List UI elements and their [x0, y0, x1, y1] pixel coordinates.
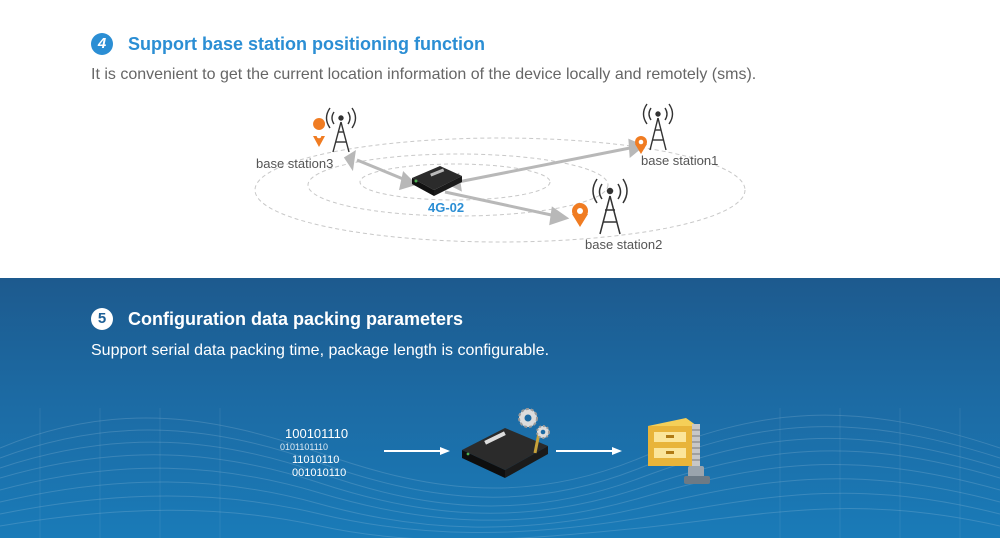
archive-icon: [648, 418, 710, 484]
background-wave-mesh: [0, 408, 1000, 538]
binary-line: 11010110: [292, 454, 340, 466]
binary-line: 0101101110: [280, 442, 329, 452]
section-base-station: 4 Support base station positioning funct…: [91, 33, 757, 252]
packing-flow-diagram: [384, 408, 710, 484]
range-rings: [254, 137, 746, 243]
positioning-diagram: [254, 103, 746, 243]
tower-icon: [325, 107, 357, 153]
tower-icon: [592, 178, 628, 235]
section-description: Support serial data packing time, packag…: [91, 342, 550, 359]
section-description: It is convenient to get the current loca…: [91, 66, 757, 83]
base-station1-label: base station1: [641, 153, 719, 168]
section-data-packing: 5 Configuration data packing parameters …: [0, 278, 1000, 538]
device-4g-02-icon: [412, 166, 462, 196]
tower-icon: [642, 103, 674, 151]
signal-arrows: [343, 138, 645, 226]
base-station2-label: base station2: [585, 237, 663, 252]
device-label: 4G-02: [428, 200, 465, 215]
base-station3-label: base station3: [256, 156, 334, 171]
gear-icon: [518, 408, 550, 439]
binary-line: 100101110: [285, 426, 349, 441]
section-title: Support base station positioning functio…: [128, 34, 485, 54]
binary-line: 001010110: [292, 467, 347, 479]
section-number-badge: 4: [91, 33, 113, 55]
location-pin-icon: [572, 203, 588, 227]
location-pin-icon: [635, 136, 647, 154]
dtu-device-icon: [462, 427, 548, 478]
arrow-right-icon: [384, 447, 450, 455]
arrow-right-icon: [556, 447, 622, 455]
section-title: Configuration data packing parameters: [128, 309, 464, 329]
section-number-badge: 5: [91, 308, 113, 330]
location-pin-icon: [313, 118, 326, 147]
